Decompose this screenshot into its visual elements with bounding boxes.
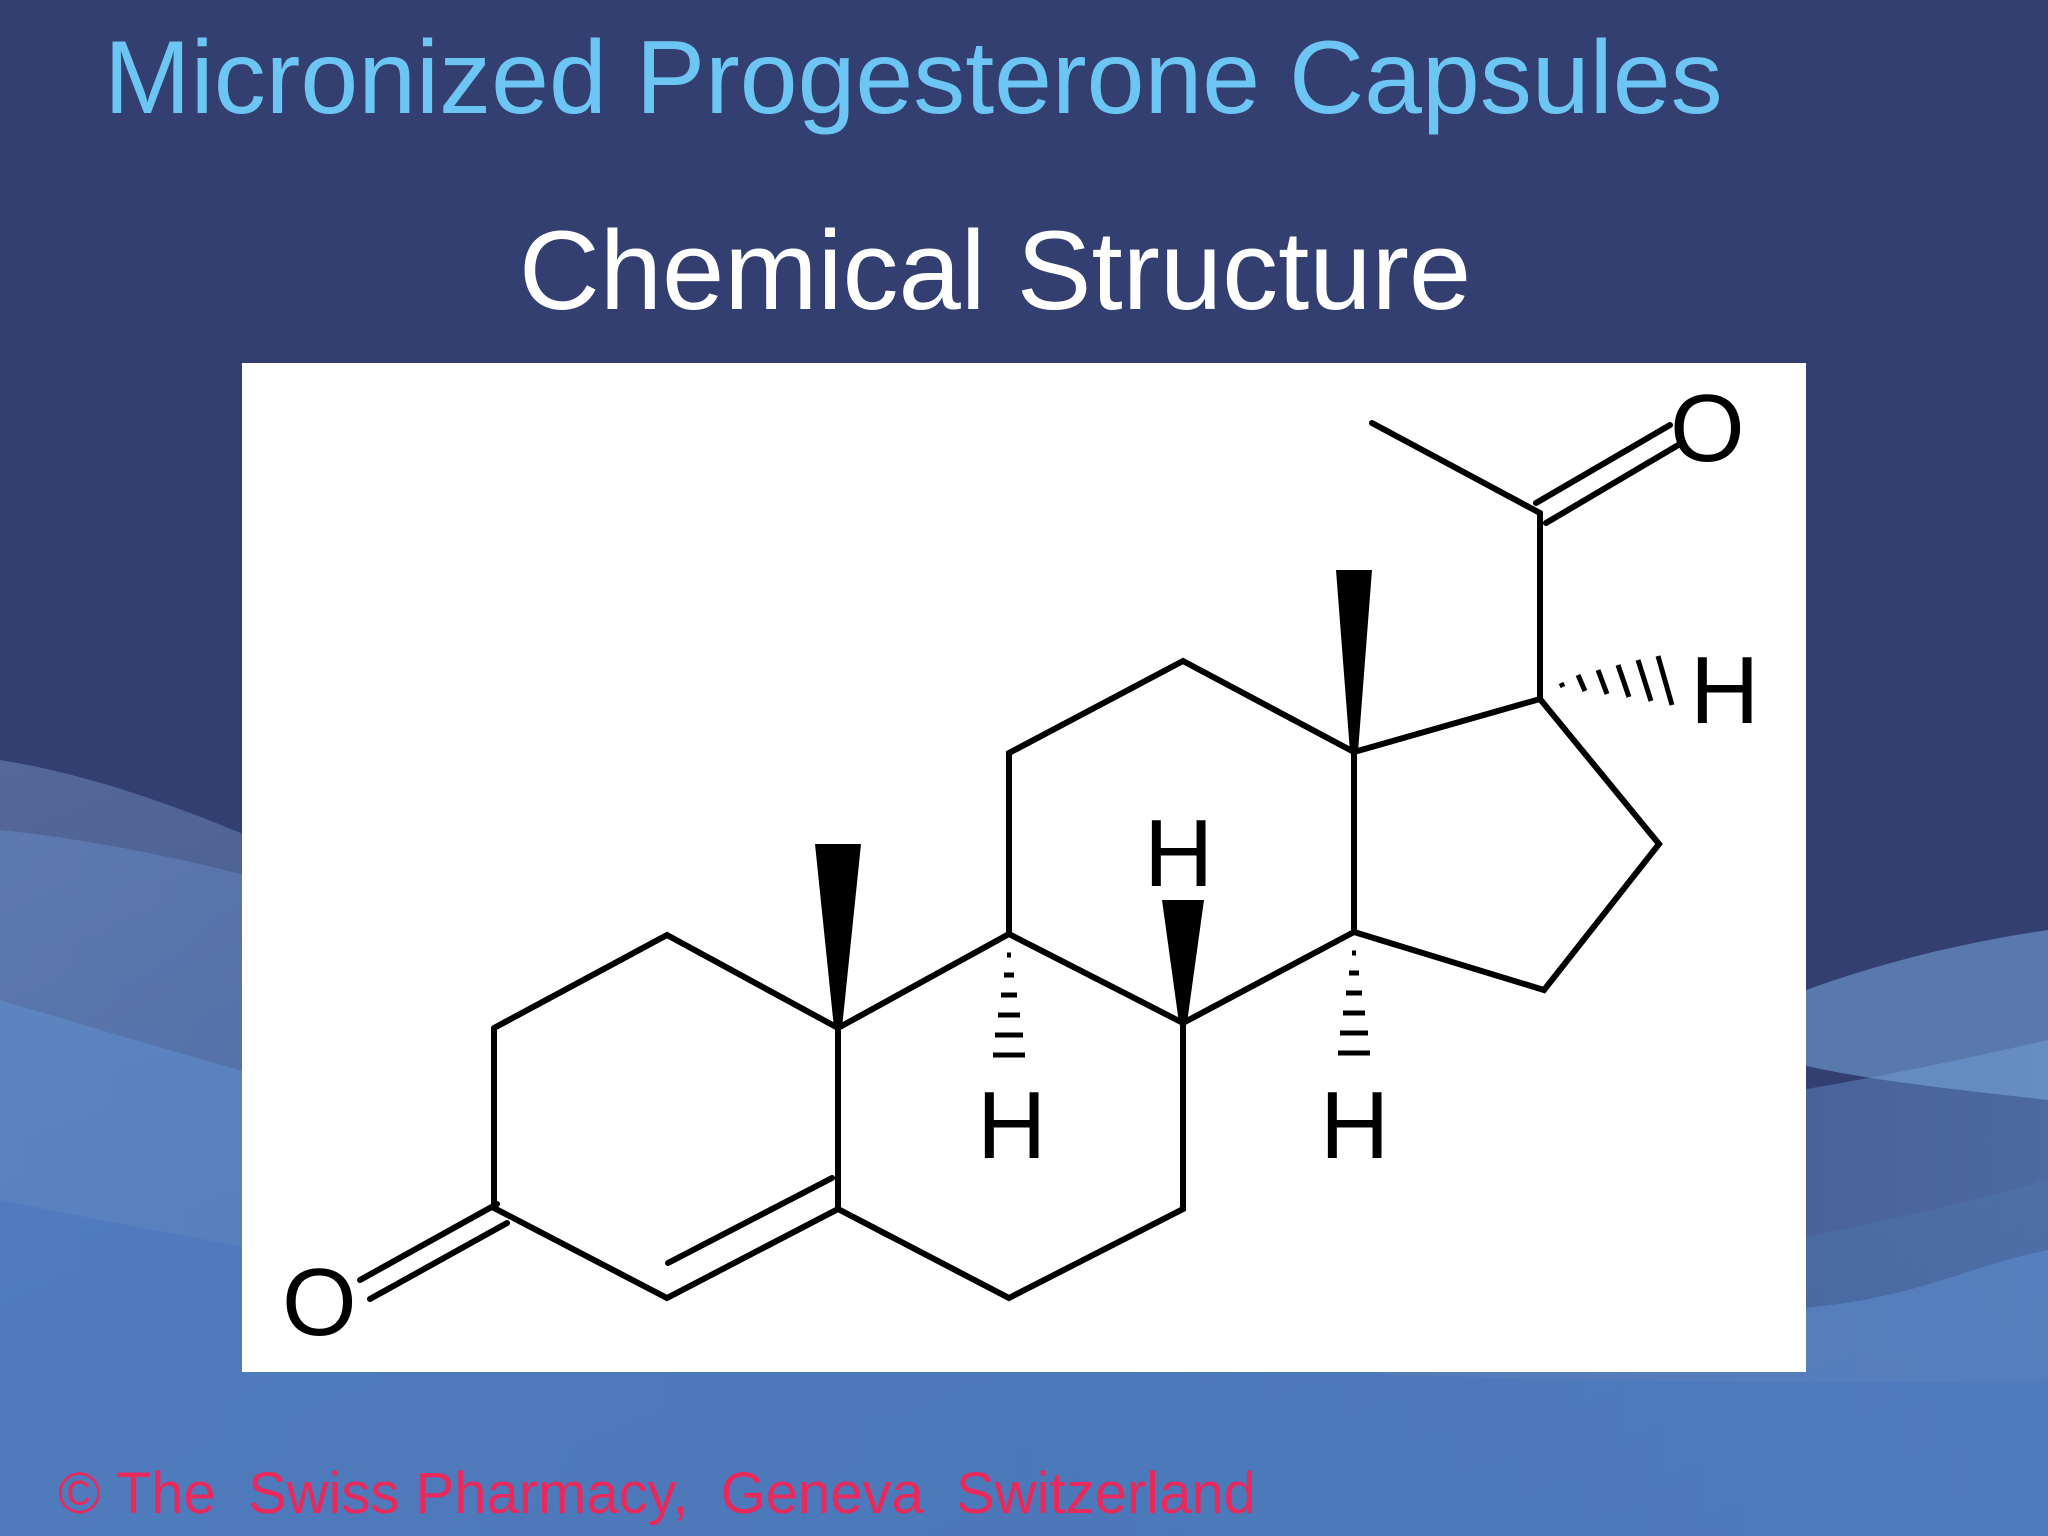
bond-lines bbox=[357, 420, 1683, 1302]
h-c8-label: H bbox=[1144, 800, 1213, 907]
h-c14-label: H bbox=[1320, 1072, 1389, 1179]
structure-panel: O O H H H H bbox=[242, 363, 1806, 1372]
h-c9-label: H bbox=[977, 1072, 1046, 1179]
ketone-oxygen-label: O bbox=[282, 1249, 357, 1356]
copyright-footer: © The Swiss Pharmacy, Geneva Switzerland bbox=[58, 1461, 1256, 1526]
acetyl-oxygen-label: O bbox=[1670, 375, 1745, 482]
slide-subtitle: Chemical Structure bbox=[518, 208, 1472, 333]
slide-title: Micronized Progesterone Capsules bbox=[104, 20, 1723, 136]
atom-labels: O O H H H H bbox=[282, 375, 1759, 1356]
hash-bonds bbox=[993, 655, 1675, 1058]
h-c17-label: H bbox=[1690, 637, 1759, 744]
wedge-bonds bbox=[815, 570, 1372, 1028]
progesterone-structure: O O H H H H bbox=[282, 375, 1759, 1356]
